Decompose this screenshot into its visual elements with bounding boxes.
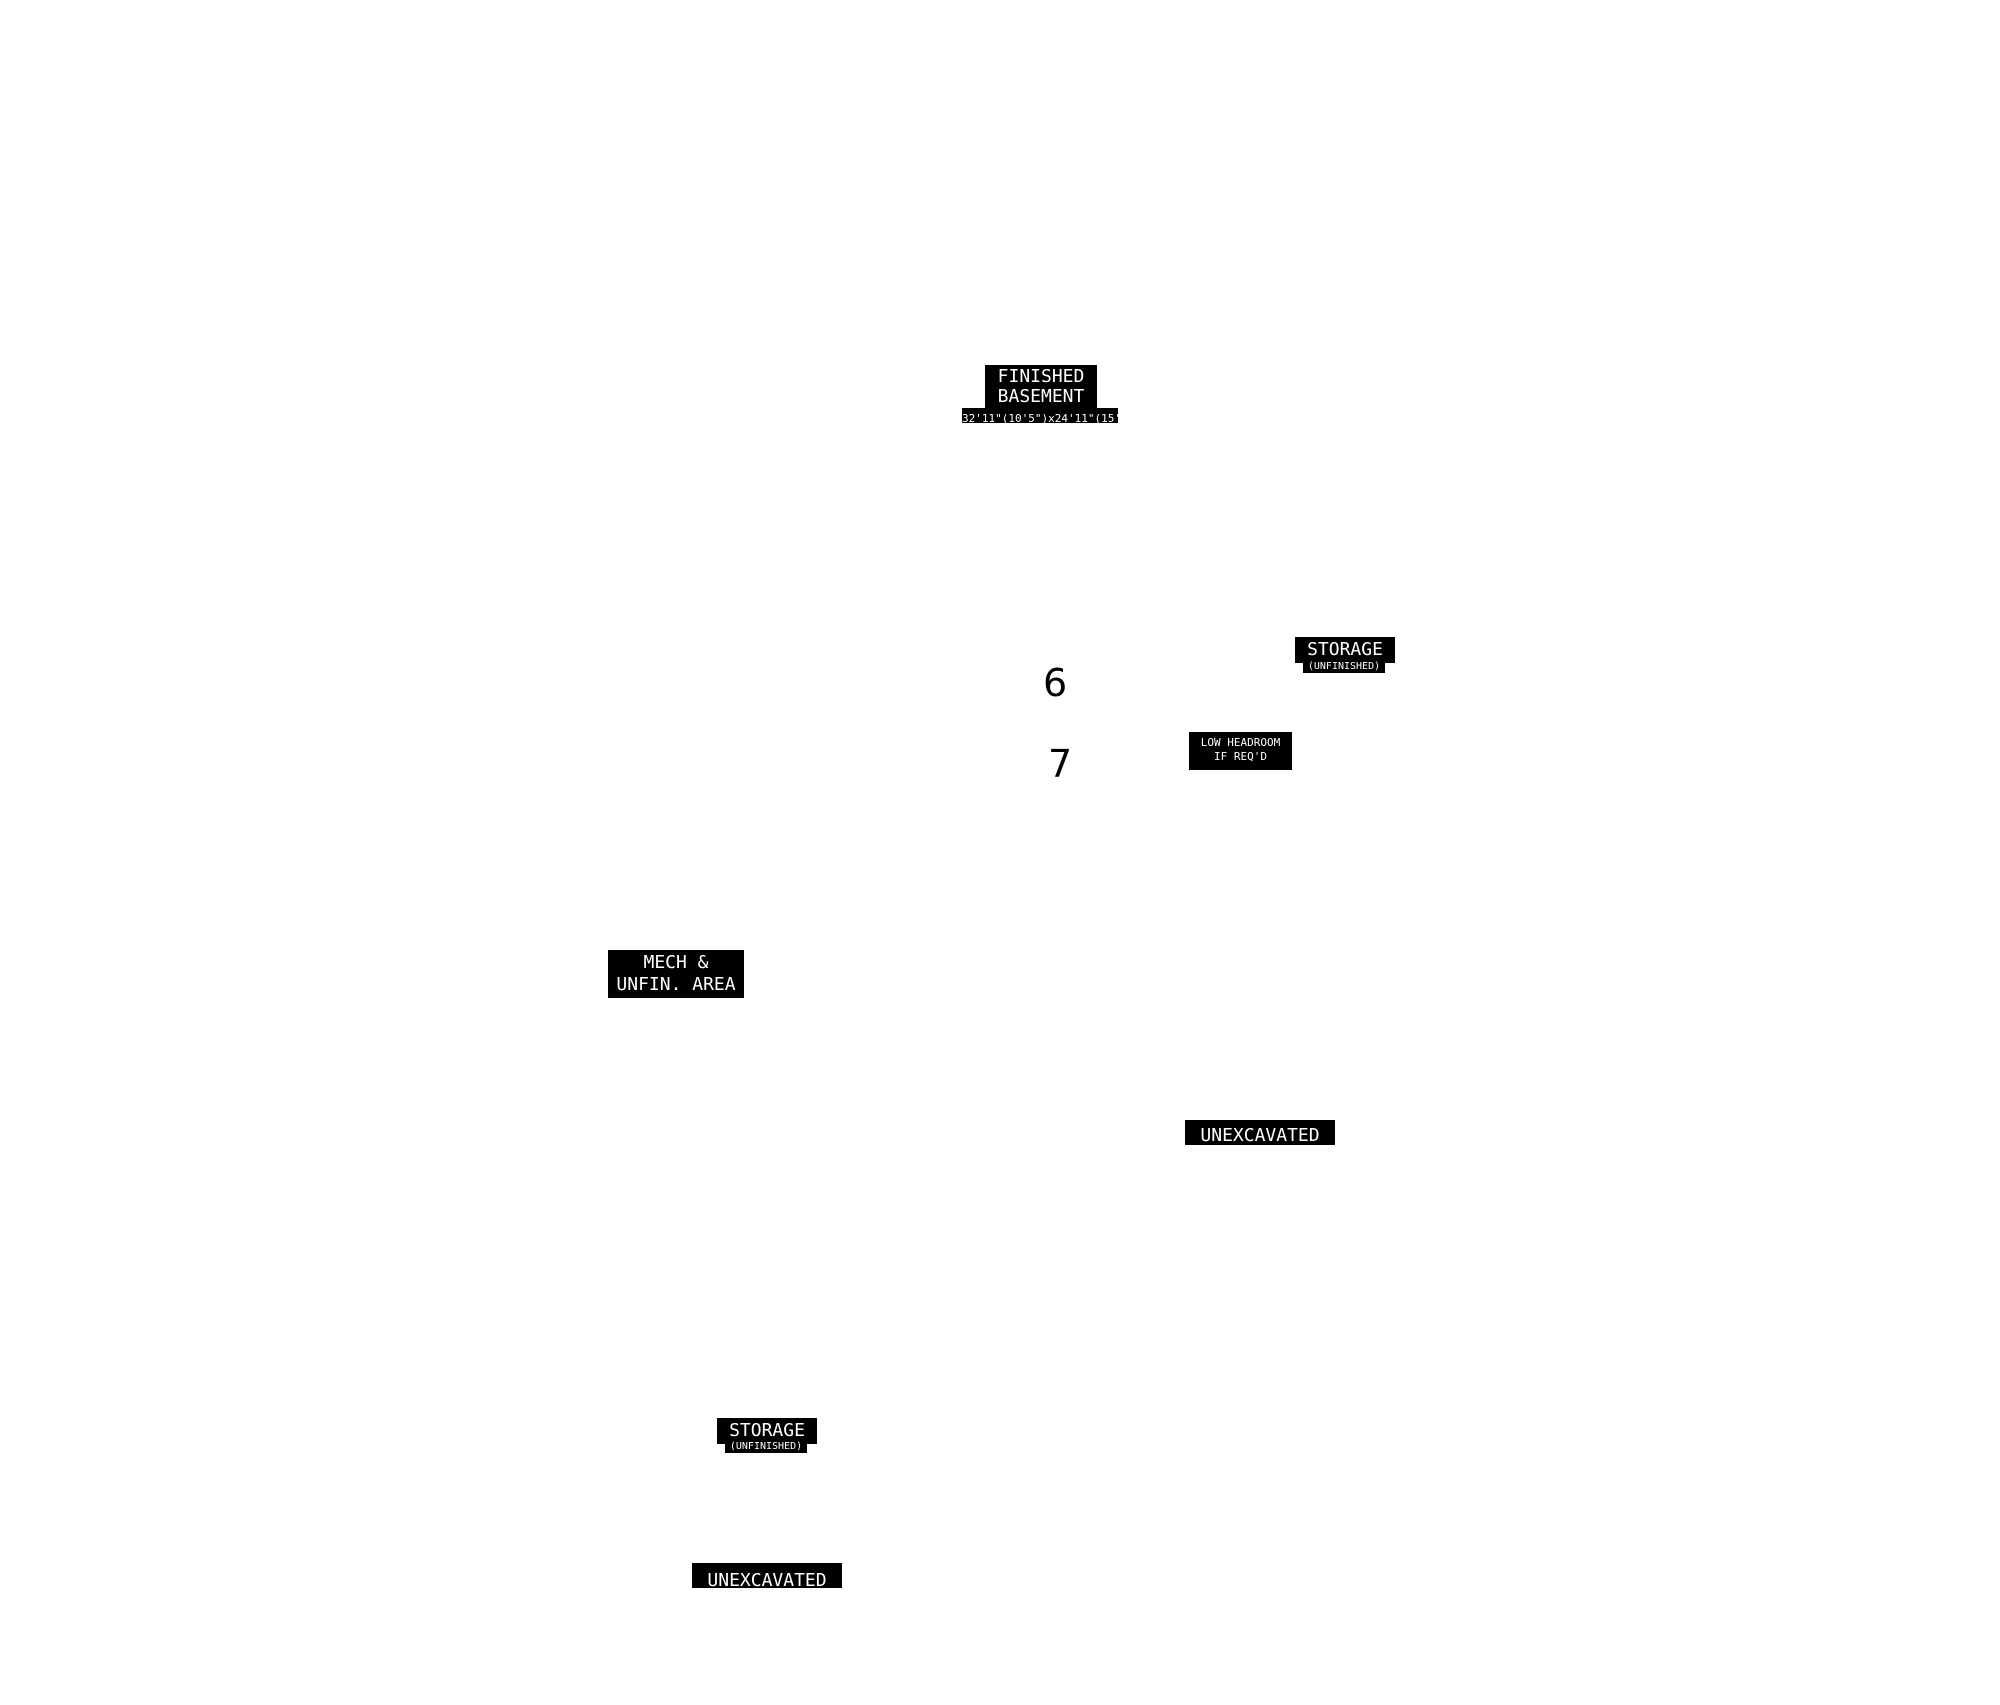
low-headroom-line2: IF REQ'D	[1214, 750, 1267, 763]
storage-lower-title: STORAGE	[729, 1420, 805, 1441]
mech-area-label: MECH & UNFIN. AREA	[608, 950, 744, 998]
storage-lower-label: STORAGE	[717, 1418, 817, 1444]
mech-area-line1: MECH &	[643, 952, 709, 973]
mech-area-line2: UNFIN. AREA	[616, 974, 736, 995]
storage-lower-sub-text: (UNFINISHED)	[729, 1441, 803, 1452]
unexcavated-lower-title: UNEXCAVATED	[707, 1570, 827, 1588]
low-headroom-label: LOW HEADROOM IF REQ'D	[1189, 732, 1292, 770]
storage-upper-title: STORAGE	[1307, 639, 1383, 660]
finished-basement-line2: BASEMENT	[997, 385, 1085, 407]
storage-upper-label: STORAGE	[1295, 637, 1395, 663]
finished-basement-label: FINISHED BASEMENT	[985, 365, 1097, 409]
storage-lower-sub: (UNFINISHED)	[725, 1440, 807, 1453]
storage-upper-sub-text: (UNFINISHED)	[1307, 661, 1381, 672]
finished-basement-dimensions: 32'11"(10'5")x24'11"(15'3")	[962, 408, 1118, 423]
marker-7: 7	[1048, 742, 1073, 786]
unexcavated-right-title: UNEXCAVATED	[1200, 1125, 1320, 1145]
marker-6: 6	[1043, 661, 1068, 705]
unexcavated-lower-label: UNEXCAVATED	[692, 1563, 842, 1588]
finished-basement-line1: FINISHED	[997, 366, 1085, 387]
unexcavated-right-label: UNEXCAVATED	[1185, 1120, 1335, 1145]
finished-basement-dimensions-text: 32'11"(10'5")x24'11"(15'3")	[962, 412, 1118, 423]
low-headroom-line1: LOW HEADROOM	[1200, 736, 1281, 749]
storage-upper-sub: (UNFINISHED)	[1303, 660, 1385, 673]
